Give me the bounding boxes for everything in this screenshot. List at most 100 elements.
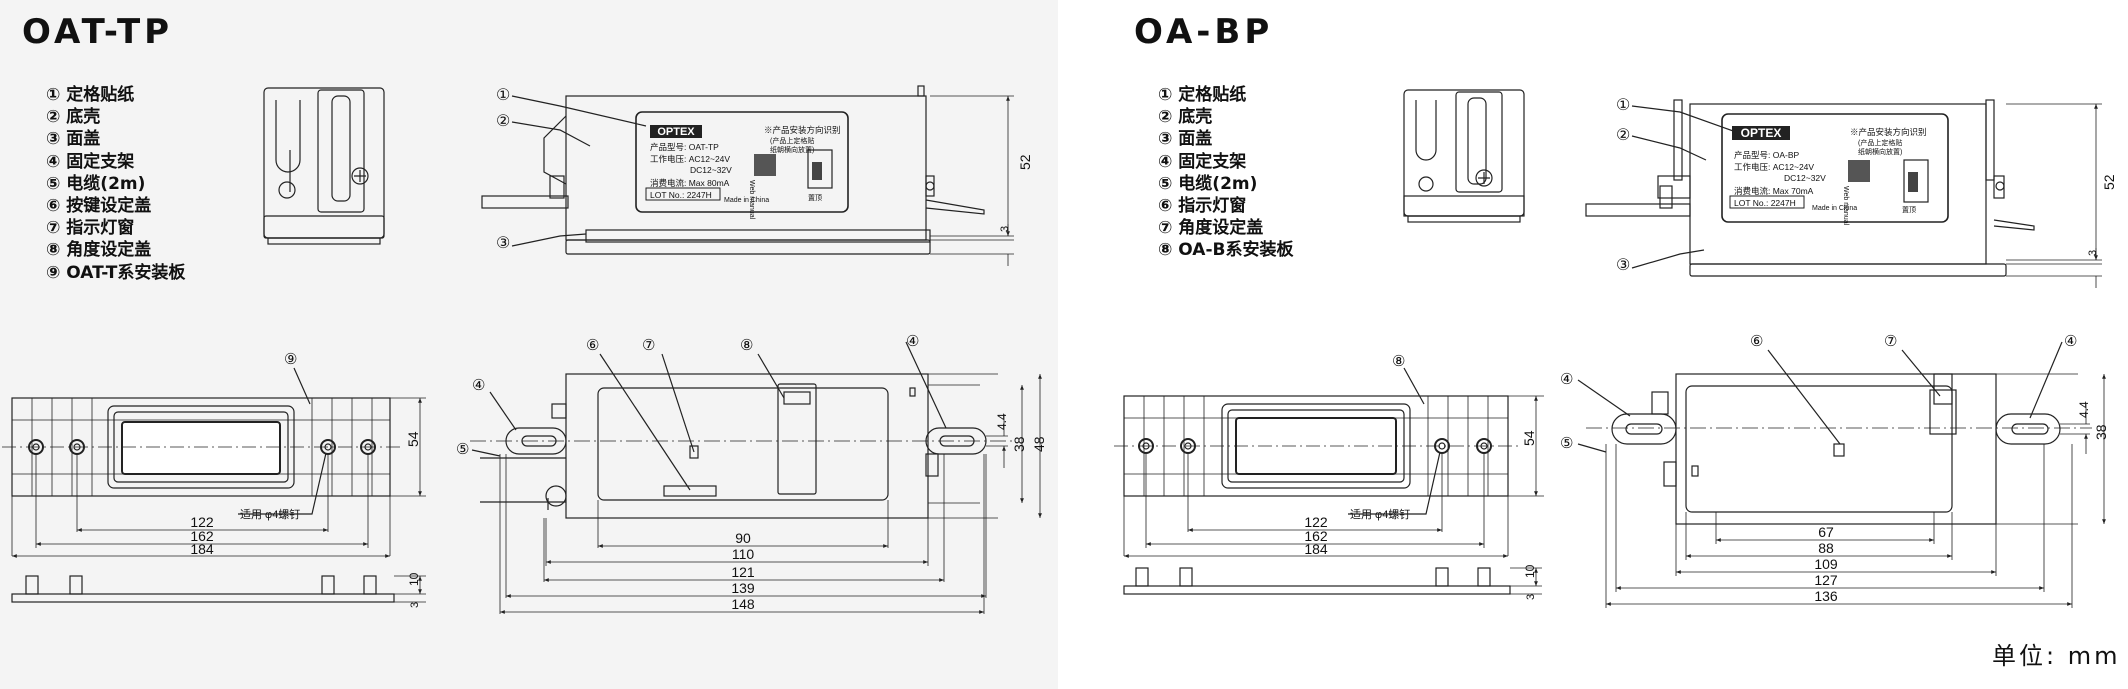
oa-bp-side-view [1403, 89, 1525, 223]
label-web: Web manual [748, 180, 755, 220]
dim-3: 3 [2087, 250, 2099, 256]
legend-item: ② 底壳 [1158, 107, 1213, 128]
callout-7: ⑦ [1884, 333, 1897, 350]
label-mark: 置顶 [808, 194, 822, 202]
label-web: Web manual [1842, 186, 1849, 226]
legend-item: ⑤ 电缆(2m) [1158, 173, 1258, 194]
oa-bp-panel [1112, 0, 2128, 689]
dim-4-4: 4.4 [995, 413, 1009, 430]
oa-bp-title: OA-BP [1134, 12, 1274, 52]
label-note2: (产品上定格贴 [1858, 138, 1902, 147]
dim-162: 162 [1304, 528, 1328, 544]
label-current: 消费电流: Max 80mA [650, 178, 730, 188]
label-note2: (产品上定格贴 [770, 136, 814, 145]
dim-52: 52 [2101, 174, 2117, 190]
dim-127: 127 [1814, 572, 1838, 588]
legend-item: ⑨ OAT-T系安装板 [46, 262, 186, 283]
oat-tp-title: OAT-TP [22, 12, 174, 52]
dim-48: 48 [1031, 436, 1047, 452]
label-model: 产品型号: OAT-TP [650, 142, 719, 152]
oa-bp-plate-side: 10 3 [1123, 564, 1542, 600]
label-lot: LOT No.: 2247H [650, 190, 712, 200]
label-model: 产品型号: OA-BP [1734, 150, 1800, 160]
dim-52: 52 [1017, 154, 1033, 170]
dim-4-4: 4.4 [2077, 401, 2091, 418]
dim-54: 54 [405, 431, 421, 447]
oat-tp-top-view: ⑥ ⑦ ⑧ ④ ④ ⑤ 90 110 121 139 148 4.4 38 48 [456, 333, 1047, 614]
dim-110: 110 [732, 546, 755, 562]
callout-8: ⑧ [740, 337, 753, 354]
legend-item: ④ 固定支架 [1158, 151, 1247, 172]
dim-3: 3 [999, 226, 1011, 232]
callout-9: ⑨ [284, 351, 297, 368]
callout-1: ① [496, 87, 510, 104]
dim-10: 10 [407, 572, 421, 586]
oa-bp-front-view: OPTEX ※产品安装方向识别 (产品上定格贴 纸朝横向放置) 产品型号: OA… [1585, 97, 2117, 288]
dim-109: 109 [1814, 556, 1838, 572]
callout-5: ⑤ [1560, 435, 1573, 452]
dim-136: 136 [1814, 588, 1838, 604]
label-note: ※产品安装方向识别 [764, 125, 841, 135]
dim-184: 184 [190, 541, 214, 557]
oat-tp-plate-side: 10 3 [11, 572, 426, 608]
oat-tp-panel [0, 0, 1058, 689]
oa-bp-top-view: ⑥ ⑦ ④ ④ ⑤ 67 88 109 127 136 4.4 38 [1560, 333, 2109, 608]
label-note3: 纸朝横向放置) [1858, 147, 1902, 156]
label-made: Made in China [724, 197, 769, 204]
oa-bp-mounting-plate: ⑧ 适用 φ4螺钉 122 162 184 54 [1114, 353, 1544, 558]
legend-item: ⑦ 指示灯窗 [46, 218, 135, 239]
oat-tp-legend: ① 定格贴纸 ② 底壳 ③ 面盖 ④ 固定支架 ⑤ 电缆(2m) ⑥ 按键设定盖… [46, 84, 185, 284]
dim-3b: 3 [1525, 594, 1537, 600]
optex-logo: OPTEX [1741, 126, 1782, 140]
dim-139: 139 [731, 580, 755, 596]
legend-item: ⑤ 电缆(2m) [46, 173, 146, 194]
label-lot: LOT No.: 2247H [1734, 198, 1796, 208]
dim-122: 122 [1304, 514, 1328, 530]
dim-121: 121 [731, 564, 755, 580]
label-note: ※产品安装方向识别 [1850, 127, 1927, 137]
label-voltage2: DC12~32V [690, 165, 732, 175]
unit-label: 单位: mm [1992, 642, 2121, 670]
label-made: Made in China [1812, 205, 1857, 212]
callout-4: ④ [906, 333, 919, 350]
dim-88: 88 [1818, 540, 1834, 556]
callout-8: ⑧ [1392, 353, 1405, 370]
legend-item: ① 定格贴纸 [1158, 85, 1247, 105]
label-voltage2: DC12~32V [1784, 173, 1826, 183]
dim-38: 38 [1011, 436, 1027, 452]
callout-6: ⑥ [586, 337, 599, 354]
dim-148: 148 [731, 596, 755, 612]
legend-item: ④ 固定支架 [46, 151, 135, 172]
legend-item: ⑧ 角度设定盖 [46, 240, 152, 261]
oat-tp-front-view: OPTEX ※产品安装方向识别 (产品上定格贴 纸朝横向放置) 产品型号: OA… [481, 85, 1033, 266]
legend-item: ⑥ 指示灯窗 [1158, 196, 1247, 217]
dim-67: 67 [1818, 524, 1834, 540]
oat-tp-side-view [263, 87, 385, 245]
dim-162: 162 [190, 528, 214, 544]
legend-item: ③ 面盖 [46, 129, 101, 150]
callout-2: ② [1616, 127, 1630, 144]
label-voltage: 工作电压: AC12~24V [1734, 162, 1814, 172]
callout-3: ③ [496, 235, 510, 252]
callout-7: ⑦ [642, 337, 655, 354]
label-current: 消费电流: Max 70mA [1734, 186, 1814, 196]
oa-bp-legend: ① 定格贴纸 ② 底壳 ③ 面盖 ④ 固定支架 ⑤ 电缆(2m) ⑥ 指示灯窗 … [1158, 84, 1293, 262]
legend-item: ⑦ 角度设定盖 [1158, 218, 1264, 239]
legend-item: ⑧ OA-B系安装板 [1158, 240, 1294, 261]
callout-4: ④ [2064, 333, 2077, 350]
label-voltage: 工作电压: AC12~24V [650, 154, 730, 164]
callout-4b: ④ [472, 377, 485, 394]
label-mark: 置顶 [1902, 206, 1916, 214]
callout-1: ① [1616, 97, 1630, 114]
callout-4b: ④ [1560, 371, 1573, 388]
dim-38: 38 [2093, 424, 2109, 440]
legend-item: ⑥ 按键设定盖 [46, 196, 152, 217]
dim-54: 54 [1521, 430, 1537, 446]
callout-6: ⑥ [1750, 333, 1763, 350]
label-note3: 纸朝横向放置) [770, 145, 814, 154]
oat-tp-mounting-plate: ⑨ 适用 φ4螺钉 122 162 184 54 [2, 351, 426, 558]
legend-item: ③ 面盖 [1158, 129, 1213, 150]
optex-logo: OPTEX [657, 126, 695, 138]
dim-122: 122 [190, 514, 214, 530]
callout-3: ③ [1616, 257, 1630, 274]
